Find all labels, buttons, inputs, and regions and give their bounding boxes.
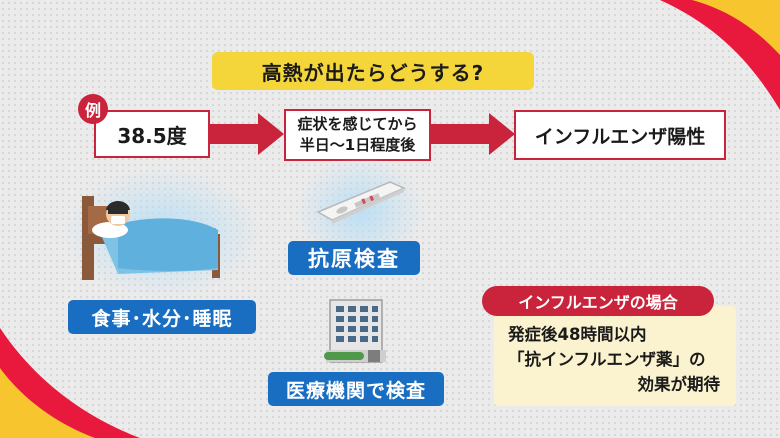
sick-person-in-bed-icon bbox=[82, 196, 220, 280]
example-badge: 例 bbox=[78, 94, 108, 124]
top-right-corner-decoration bbox=[660, 0, 780, 110]
note-line-3: 効果が期待 bbox=[637, 375, 721, 394]
clinic-test-label: 医療機関で検査 bbox=[268, 372, 444, 406]
timing-box: 症状を感じてから 半日〜1日程度後 bbox=[284, 109, 431, 161]
arrow-right-icon bbox=[431, 113, 515, 155]
temperature-text: 38.5度 bbox=[117, 123, 187, 148]
bottom-left-corner-decoration bbox=[0, 328, 140, 438]
temperature-box: 38.5度 bbox=[94, 110, 210, 158]
rest-label: 食事･水分･睡眠 bbox=[68, 300, 256, 334]
antigen-test-kit-icon bbox=[316, 181, 406, 224]
note-line-1: 発症後48時間以内 bbox=[508, 325, 647, 344]
influenza-case-badge: インフルエンザの場合 bbox=[482, 286, 714, 316]
arrow-right-icon bbox=[210, 113, 284, 155]
influenza-positive-box: インフルエンザ陽性 bbox=[514, 110, 726, 160]
hospital-building-icon bbox=[324, 299, 386, 363]
antigen-test-label: 抗原検査 bbox=[288, 241, 420, 275]
influenza-positive-text: インフルエンザ陽性 bbox=[534, 125, 706, 148]
page-title: 高熱が出たらどうする? bbox=[212, 52, 534, 90]
influenza-note: 発症後48時間以内 「抗インフルエンザ薬」の 効果が期待 bbox=[494, 306, 736, 406]
timing-line-2: 半日〜1日程度後 bbox=[299, 136, 416, 154]
timing-line-1: 症状を感じてから bbox=[297, 115, 418, 133]
note-line-2: 「抗インフルエンザ薬」の bbox=[508, 350, 706, 369]
